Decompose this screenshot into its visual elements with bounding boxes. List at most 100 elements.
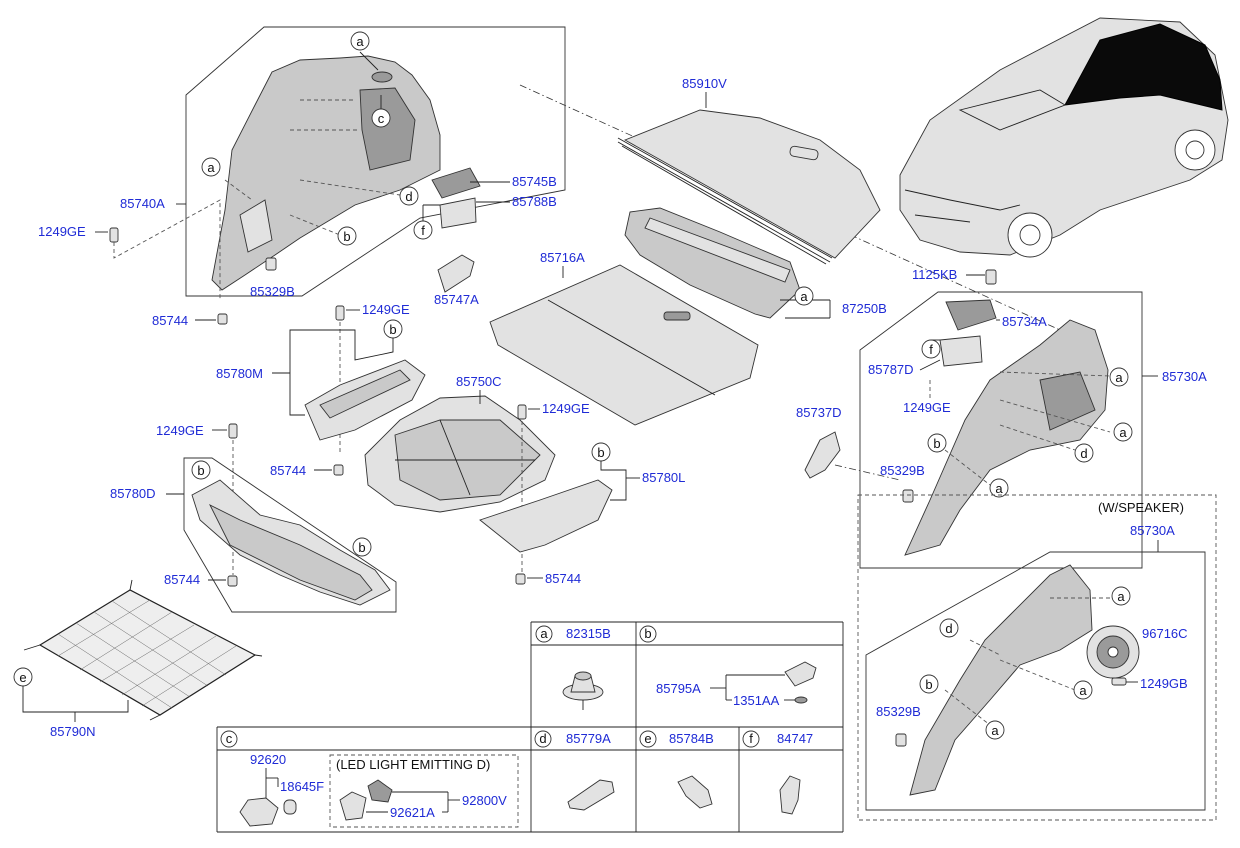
tray-85780D-frame [183, 457, 397, 613]
part-number-1249GE[interactable]: 1249GE [542, 401, 590, 416]
cargo-net [38, 589, 257, 716]
part-number-1249GB[interactable]: 1249GB [1140, 676, 1188, 691]
part-number-85744[interactable]: 85744 [152, 313, 188, 328]
legend-part-85779A[interactable]: 85779A [566, 731, 611, 746]
callout-letter-b: b [389, 322, 396, 337]
clip-85744 [227, 575, 238, 587]
legend-letter-f: f [749, 731, 753, 746]
legend-part-85784B[interactable]: 85784B [669, 731, 714, 746]
callout-letter-b: b [343, 229, 350, 244]
part-number-1249GE[interactable]: 1249GE [903, 400, 951, 415]
left-trim-pocket [359, 87, 416, 171]
cover-85747A [437, 254, 475, 293]
part-number-85745B[interactable]: 85745B [512, 174, 557, 189]
screw-1249GE [517, 404, 527, 420]
part-number-85329B[interactable]: 85329B [876, 704, 921, 719]
callout-letter-e: e [19, 670, 26, 685]
luggage-board-group: 85716A [489, 250, 759, 426]
callout-letter-f: f [421, 223, 425, 238]
part-number-85780D[interactable]: 85780D [110, 486, 156, 501]
left-trim-hook [371, 71, 393, 83]
part-number-85730A[interactable]: 85730A [1130, 523, 1175, 538]
callout-letter-d: d [1080, 446, 1087, 461]
speaker-variant-label: (W/SPEAKER) [1098, 500, 1184, 515]
speaker-trim-frame [865, 551, 1206, 811]
callout-letter-a: a [1119, 425, 1127, 440]
part-number-85329B[interactable]: 85329B [250, 284, 295, 299]
callout-letter-b: b [925, 677, 932, 692]
part-number-85744[interactable]: 85744 [164, 572, 200, 587]
speaker-variant-frame [857, 494, 1217, 821]
part-number-85329B[interactable]: 85329B [880, 463, 925, 478]
bulb-18645F [283, 799, 297, 815]
led-lamp-92800V [367, 779, 393, 803]
legend-letter-a: a [540, 626, 548, 641]
part-number-85747A[interactable]: 85747A [434, 292, 479, 307]
clip-85329B [895, 733, 907, 747]
callout-letter-a: a [356, 34, 364, 49]
screw-1249GB [1111, 677, 1127, 686]
part-number-85740A[interactable]: 85740A [120, 196, 165, 211]
speaker-variant-group: (W/SPEAKER) 85730A 96716C 1249GB a d a b… [857, 494, 1217, 821]
part-number-85787D[interactable]: 85787D [868, 362, 914, 377]
lamp-92620 [239, 797, 279, 827]
part-number-1249GE[interactable]: 1249GE [362, 302, 410, 317]
legend-part-92621A[interactable]: 92621A [390, 805, 435, 820]
scuff-plate-ribs [644, 217, 791, 283]
legend-letter-b: b [644, 626, 651, 641]
bracket-85787D [939, 335, 983, 367]
clip-85744 [333, 464, 344, 476]
part-number-85744[interactable]: 85744 [270, 463, 306, 478]
tray-85780L [479, 479, 613, 553]
bracket-85788B [439, 197, 477, 229]
part-number-85730A[interactable]: 85730A [1162, 369, 1207, 384]
legend-part-18645F[interactable]: 18645F [280, 779, 324, 794]
luggage-board-handle [663, 311, 691, 321]
legend-part-82315B[interactable]: 82315B [566, 626, 611, 641]
callout-letter-a: a [1115, 370, 1123, 385]
bracket-85795A [784, 661, 817, 687]
cargo-net-group: e 85790N [13, 579, 263, 739]
part-number-96716C[interactable]: 96716C [1142, 626, 1188, 641]
part-number-85788B[interactable]: 85788B [512, 194, 557, 209]
callout-letter-f: f [929, 342, 933, 357]
part-number-1249GE[interactable]: 1249GE [156, 423, 204, 438]
legend-part-92800V[interactable]: 92800V [462, 793, 507, 808]
scuff-plate-group: a 87250B [624, 207, 887, 319]
part-number-85716A[interactable]: 85716A [540, 250, 585, 265]
callout-letter-b: b [358, 540, 365, 555]
legend-led-label: (LED LIGHT EMITTING D) [336, 757, 490, 772]
clip-85744 [217, 313, 228, 325]
callout-letter-b: b [197, 463, 204, 478]
part-number-85734A[interactable]: 85734A [1002, 314, 1047, 329]
screw-1249GE [335, 305, 345, 321]
part-number-87250B[interactable]: 87250B [842, 301, 887, 316]
legend-part-92620[interactable]: 92620 [250, 752, 286, 767]
part-number-85790N[interactable]: 85790N [50, 724, 96, 739]
callout-letter-a: a [1117, 589, 1125, 604]
part-number-85910V[interactable]: 85910V [682, 76, 727, 91]
part-number-1249GE[interactable]: 1249GE [38, 224, 86, 239]
part-number-85737D[interactable]: 85737D [796, 405, 842, 420]
callout-letter-a: a [995, 481, 1003, 496]
vehicle-windshield [958, 89, 1067, 131]
nut-1351AA [794, 696, 808, 704]
left-trim-vent [239, 199, 273, 253]
legend-part-84747[interactable]: 84747 [777, 731, 813, 746]
bracket-85734A [945, 299, 997, 331]
clip-85329B [265, 257, 277, 271]
callout-letter-a: a [991, 723, 999, 738]
speaker-quarter-trim-panel [909, 564, 1093, 796]
part-number-85780M[interactable]: 85780M [216, 366, 263, 381]
part-number-1125KB[interactable]: 1125KB [912, 267, 957, 282]
bracket-85745B [431, 167, 481, 199]
vehicle-cargo-area-highlight [1064, 23, 1223, 111]
legend-part-85795A[interactable]: 85795A [656, 681, 701, 696]
legend-part-1351AA[interactable]: 1351AA [733, 693, 780, 708]
part-number-85750C[interactable]: 85750C [456, 374, 502, 389]
part-number-85744[interactable]: 85744 [545, 571, 581, 586]
screw-1249GE [109, 227, 119, 243]
hook-85779A [567, 779, 615, 811]
part-number-85780L[interactable]: 85780L [642, 470, 685, 485]
